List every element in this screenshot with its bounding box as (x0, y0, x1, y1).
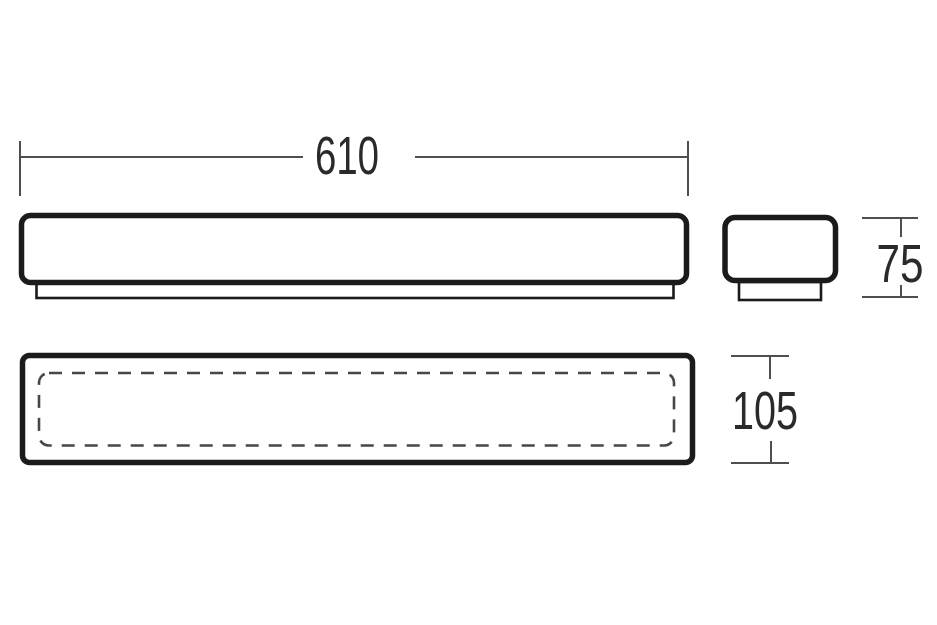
height-dimension: 75 (862, 217, 924, 298)
height-dimension-label: 75 (877, 234, 924, 294)
plan-view-dashed-inner-outline (37, 371, 676, 447)
front-view-body (18, 212, 690, 286)
depth-dimension-label: 105 (732, 381, 798, 441)
plan-view-outline (19, 352, 696, 466)
side-view (722, 214, 839, 302)
side-view-body (722, 214, 839, 284)
depth-dimension: 105 (731, 355, 798, 464)
plan-view (19, 352, 696, 466)
side-view-base-strip (737, 280, 823, 302)
width-dimension: 610 (19, 126, 689, 196)
width-dimension-label: 610 (315, 126, 379, 186)
front-view (18, 212, 690, 300)
